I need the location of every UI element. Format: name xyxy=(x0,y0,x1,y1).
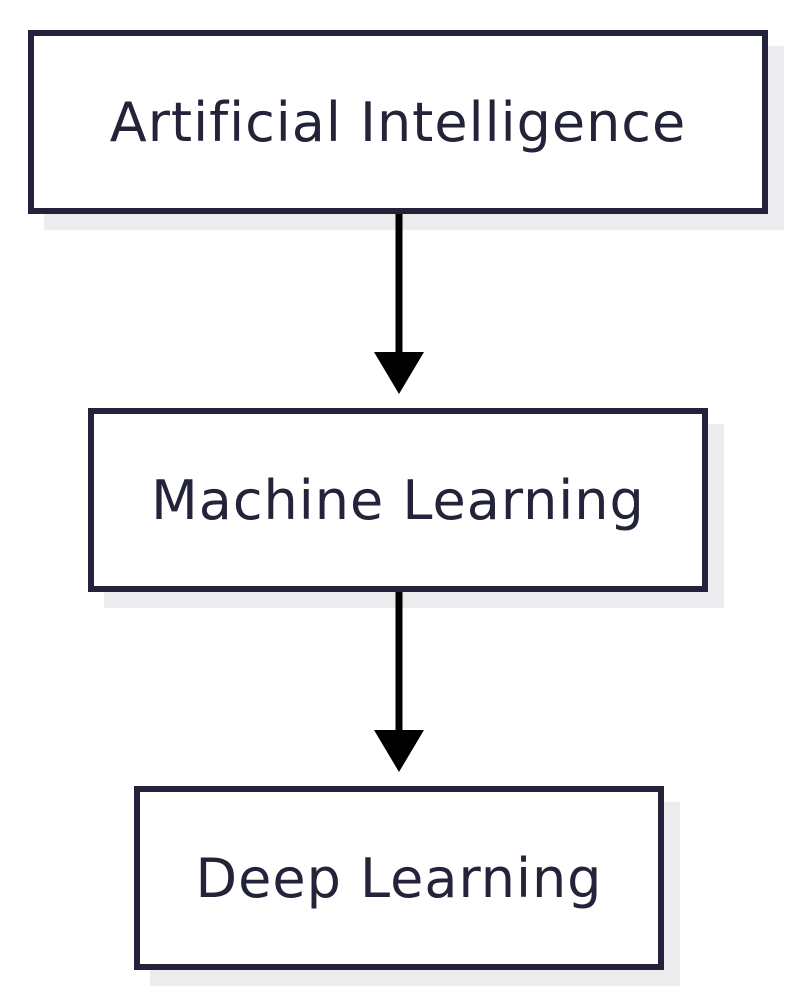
node-machine-learning: Machine Learning xyxy=(88,408,708,592)
node-label-machine-learning: Machine Learning xyxy=(151,468,645,532)
arrow-ml-to-dl xyxy=(374,592,424,772)
node-label-deep-learning: Deep Learning xyxy=(195,846,603,910)
node-deep-learning: Deep Learning xyxy=(134,786,664,970)
node-artificial-intelligence: Artificial Intelligence xyxy=(28,30,768,214)
arrow-ai-to-ml xyxy=(374,214,424,394)
node-label-artificial-intelligence: Artificial Intelligence xyxy=(109,90,687,154)
arrow-head-ai-to-ml xyxy=(374,352,424,394)
arrow-head-ml-to-dl xyxy=(374,730,424,772)
